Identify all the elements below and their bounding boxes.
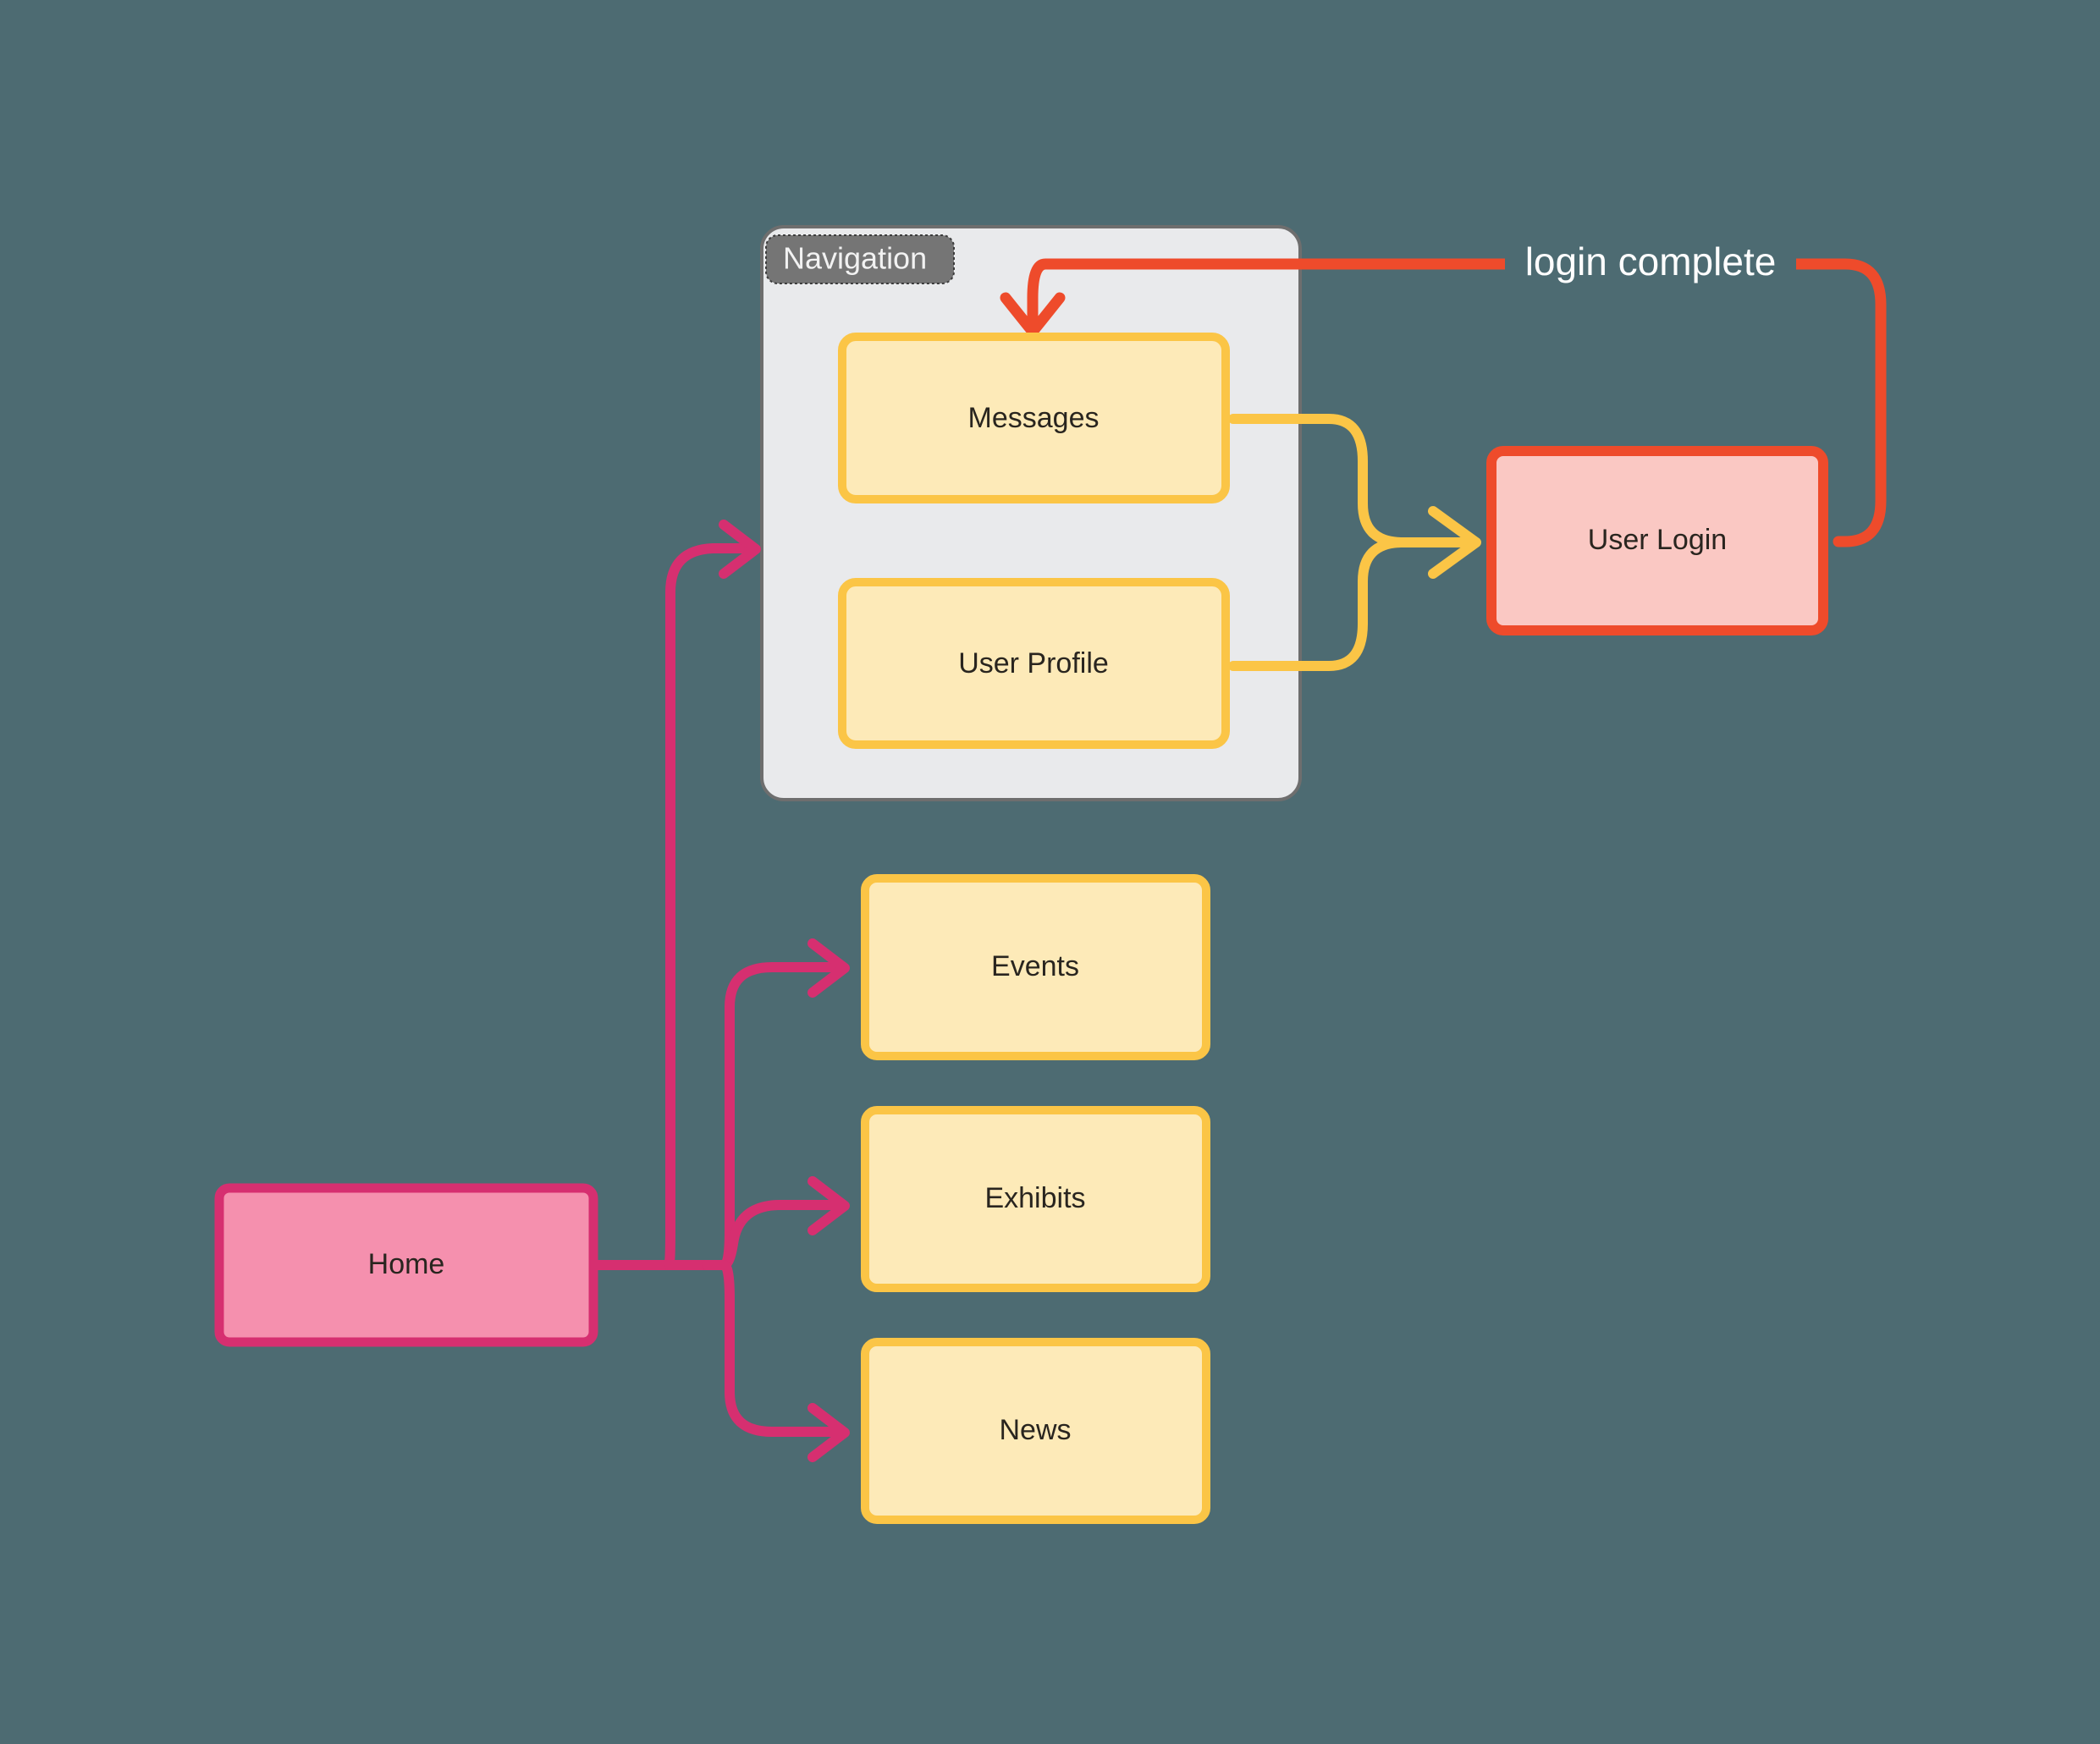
edge-home-to-navigation-path [664, 543, 750, 1270]
node-messages[interactable]: Messages [838, 333, 1230, 503]
node-events-box [861, 874, 1210, 1060]
edge-home-to-exhibits-arrowhead [807, 1176, 850, 1235]
edge-nav-to-login-arrowhead [1428, 506, 1481, 579]
node-user-login[interactable]: User Login [1486, 446, 1828, 635]
node-user-profile-label: User Profile [958, 647, 1109, 679]
node-messages-label: Messages [968, 402, 1100, 434]
node-events-label: Events [991, 950, 1079, 982]
edge-messages-to-login-path [1228, 414, 1436, 547]
node-home[interactable]: Home [214, 1183, 598, 1347]
node-news-box [861, 1338, 1210, 1524]
node-events[interactable]: Events [861, 874, 1210, 1060]
node-messages-box [838, 333, 1230, 503]
edge-login-complete-path [1027, 258, 1887, 547]
edge-login-complete[interactable]: login complete [1000, 235, 1887, 547]
edge-home-to-events-path [702, 962, 839, 1270]
node-news-label: News [999, 1414, 1071, 1446]
edge-home-to-news-path [702, 1260, 839, 1437]
node-exhibits[interactable]: Exhibits [861, 1106, 1210, 1292]
edge-profile-to-login-path [1228, 537, 1474, 671]
group-navigation-label-badge [765, 234, 955, 284]
group-navigation-label: Navigation [783, 241, 927, 276]
edge-home-to-events-arrowhead [807, 938, 850, 998]
node-exhibits-box [861, 1106, 1210, 1292]
edge-home-to-navigation-arrowhead [719, 520, 761, 579]
edge-home-to-news-arrowhead [807, 1403, 850, 1462]
edge-login-complete-label: login complete [1525, 239, 1777, 283]
node-home-label: Home [368, 1248, 445, 1280]
edge-login-complete-label-mask [1505, 235, 1796, 291]
node-user-profile[interactable]: User Profile [838, 578, 1230, 749]
node-user-login-box [1486, 446, 1828, 635]
node-exhibits-label: Exhibits [984, 1182, 1085, 1214]
node-news[interactable]: News [861, 1338, 1210, 1524]
node-home-box [214, 1183, 598, 1347]
edge-home-branches[interactable] [590, 520, 850, 1462]
edge-nav-to-login[interactable] [1228, 414, 1481, 671]
edge-login-complete-arrowhead [1000, 292, 1066, 338]
node-user-profile-box [838, 578, 1230, 749]
node-user-login-label: User Login [1588, 524, 1727, 556]
